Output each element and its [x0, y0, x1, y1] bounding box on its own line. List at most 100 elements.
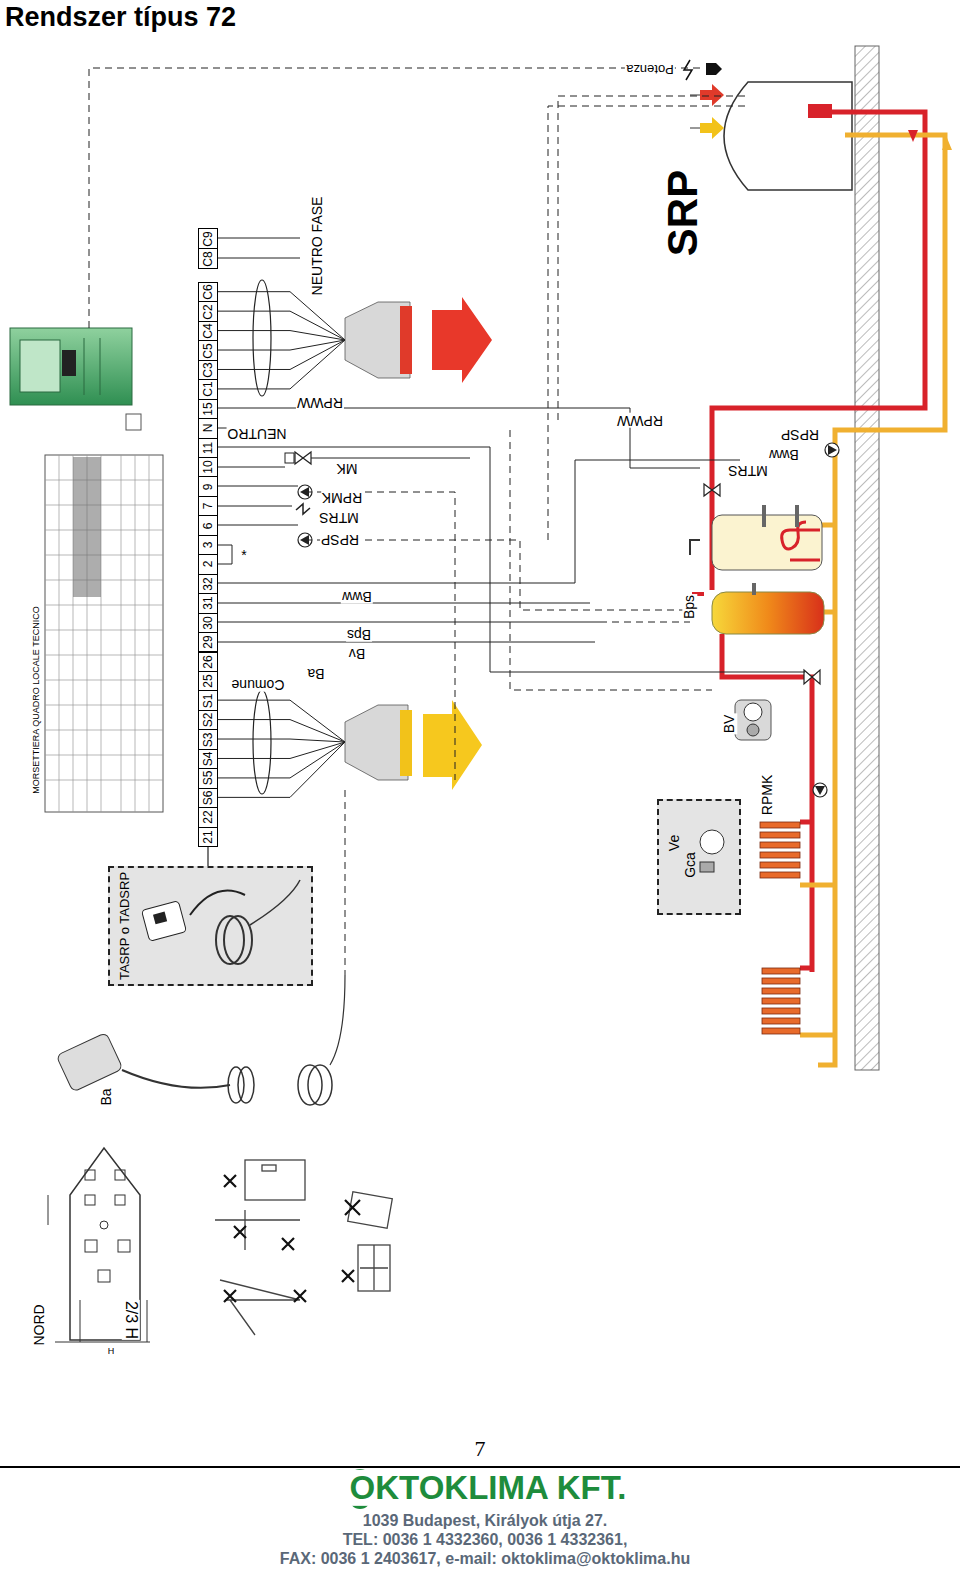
- terminal-wire: [218, 292, 345, 340]
- terminal-number: S5: [202, 771, 214, 786]
- terminal-number: C2: [202, 304, 214, 319]
- terminal-cell: 26: [198, 652, 218, 672]
- terminal-wire: [218, 742, 345, 778]
- part-label: Ve: [667, 835, 682, 851]
- terminal-number: 10: [202, 461, 214, 474]
- terminal-number: 2: [202, 561, 214, 568]
- part-label: MTRS: [727, 462, 769, 477]
- expansion-box: VeGca: [657, 799, 741, 915]
- company-phone: TEL: 0036 1 4332360, 0036 1 4332361,: [342, 1531, 629, 1549]
- terminal-cell: C5: [198, 340, 218, 360]
- terminal-cell: N: [198, 418, 218, 438]
- terminal-cell: C6: [198, 282, 218, 302]
- orientation-label: NORD: [32, 1303, 47, 1346]
- terminal-cell: 6: [198, 515, 218, 535]
- terminal-number: 11: [202, 442, 214, 454]
- terminal-wire: [218, 331, 345, 340]
- signal-label: NEUTRO: [226, 425, 287, 440]
- signal-label: MTRS: [318, 509, 360, 524]
- terminal-wire: [218, 742, 345, 758]
- terminal-number: C8: [202, 251, 214, 266]
- signal-label: RPMK: [321, 489, 363, 504]
- terminal-number: C3: [202, 362, 214, 377]
- signal-label: MK: [336, 460, 359, 475]
- terminal-cell: S2: [198, 710, 218, 730]
- terminal-wire: [218, 311, 345, 340]
- signal-label: Bps: [346, 626, 372, 641]
- terminal-strip: 2122S6S5S4S3S2S1252629303132236791011N15…: [198, 228, 218, 846]
- terminal-number: 9: [202, 483, 214, 490]
- power-label: Potenza: [625, 62, 675, 76]
- part-label: Ba: [99, 1087, 114, 1106]
- terminal-cell: 2: [198, 554, 218, 574]
- company-fax: FAX: 0036 1 2403617, e-mail: oktoklima@o…: [279, 1550, 691, 1568]
- terminal-number: 29: [202, 636, 214, 649]
- signal-label: Ba: [306, 665, 325, 680]
- terminal-cell: S1: [198, 690, 218, 710]
- terminal-cell: 25: [198, 671, 218, 691]
- terminal-cell: 21: [198, 827, 218, 847]
- terminal-cell: 15: [198, 399, 218, 419]
- terminal-cell: 9: [198, 476, 218, 496]
- terminal-wire: [218, 258, 300, 259]
- terminal-number: 6: [202, 522, 214, 529]
- terminal-number: S6: [202, 791, 214, 806]
- terminal-number: N: [202, 424, 214, 433]
- terminal-number: 21: [202, 830, 214, 843]
- signal-label: Bv: [348, 645, 366, 660]
- signal-label: RPSP: [320, 531, 360, 546]
- unit-name: SRP: [660, 169, 706, 257]
- dimension-label: 2/3 H: [122, 1300, 140, 1340]
- terminal-cell: 29: [198, 632, 218, 652]
- wire-connector: [207, 846, 208, 866]
- terminal-number: 7: [202, 503, 214, 510]
- terminal-number: 22: [202, 811, 214, 824]
- page-number: 7: [474, 1437, 487, 1461]
- company-address: 1039 Budapest, Királyok útja 27.: [362, 1512, 609, 1530]
- part-label: RPSP: [780, 426, 820, 441]
- terminal-cell: C2: [198, 301, 218, 321]
- terminal-number: C4: [202, 323, 214, 338]
- signal-label: Comune: [231, 676, 286, 691]
- terminal-cell: 31: [198, 593, 218, 613]
- signal-label: Bww: [341, 588, 373, 603]
- dimension-label: H: [107, 1347, 116, 1357]
- terminal-table-panel: MORSETTIERA QUADRO LOCALE TECNICO: [25, 412, 165, 812]
- thermostat-box: TASRP o TADSRP: [108, 866, 313, 986]
- terminal-wire: [218, 742, 345, 797]
- terminal-cell: 10: [198, 457, 218, 477]
- terminal-cell: S4: [198, 749, 218, 769]
- terminal-cell: C4: [198, 321, 218, 341]
- terminal-number: 32: [202, 577, 214, 590]
- terminal-wire: [218, 340, 345, 350]
- box-title: TASRP o TADSRP: [118, 872, 132, 980]
- terminal-number: 25: [202, 674, 214, 687]
- terminal-wire: [218, 720, 345, 742]
- terminal-wire: [218, 340, 345, 389]
- terminal-number: 31: [202, 597, 214, 610]
- terminal-number: C1: [202, 382, 214, 397]
- terminal-wire: [218, 700, 345, 742]
- terminal-wire: [218, 238, 300, 239]
- part-label: Gca: [683, 852, 698, 878]
- terminal-number: S3: [202, 732, 214, 747]
- signal-label: RPWW: [296, 394, 344, 409]
- terminal-number: 15: [202, 402, 214, 415]
- terminal-number: C9: [202, 231, 214, 246]
- terminal-number: 26: [202, 655, 214, 668]
- part-label: Bps: [682, 594, 697, 620]
- terminal-cell: C8: [198, 248, 218, 269]
- terminal-wire: [218, 340, 345, 369]
- terminal-number: C6: [202, 284, 214, 299]
- terminal-cell: 3: [198, 535, 218, 555]
- note-mark: *: [240, 548, 247, 563]
- terminal-number: S4: [202, 752, 214, 767]
- terminal-cell: 11: [198, 438, 218, 458]
- part-label: RPMK: [760, 774, 775, 816]
- terminal-cell: C1: [198, 379, 218, 399]
- part-label: Bww: [768, 446, 800, 461]
- terminal-number: C5: [202, 343, 214, 358]
